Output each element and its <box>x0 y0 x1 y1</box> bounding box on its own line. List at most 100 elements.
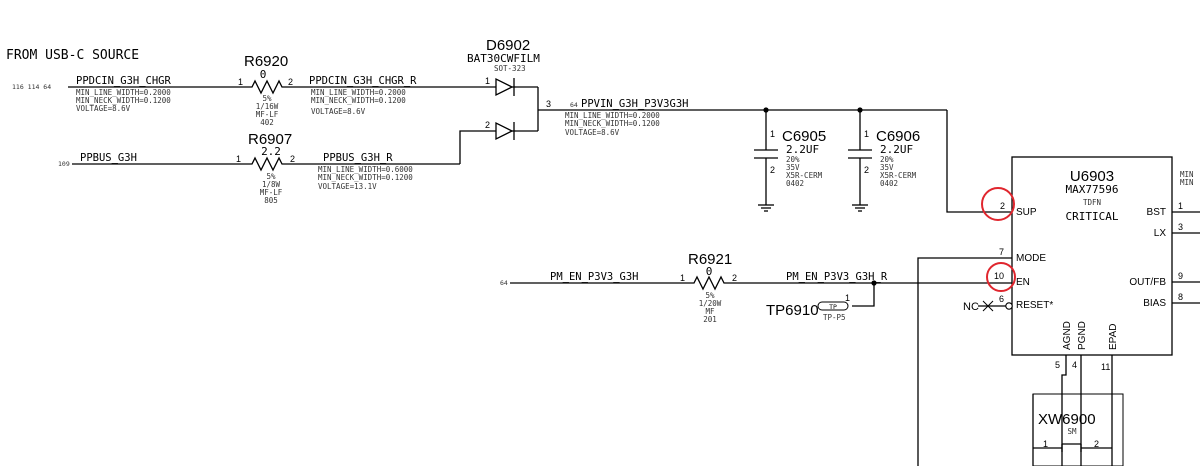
ic-u6903[interactable]: U6903 MAX77596 TDFN CRITICAL SUP 2 MODE … <box>994 156 1183 372</box>
svg-text:MIN_NECK_WIDTH=0.1200: MIN_NECK_WIDTH=0.1200 <box>76 96 171 105</box>
svg-text:109: 109 <box>58 160 70 168</box>
source-heading: FROM USB-C SOURCE <box>6 48 139 63</box>
wires <box>68 86 1200 466</box>
svg-text:C6906: C6906 <box>876 128 920 145</box>
inversion-bubble <box>1005 302 1013 310</box>
svg-text:2.2: 2.2 <box>261 145 281 158</box>
svg-text:2.2UF: 2.2UF <box>786 143 819 156</box>
svg-text:5%: 5% <box>266 172 276 181</box>
svg-text:TP6910: TP6910 <box>766 302 819 319</box>
svg-text:PPDCIN_G3H_CHGR: PPDCIN_G3H_CHGR <box>76 75 172 87</box>
svg-text:AGND: AGND <box>1062 321 1073 350</box>
svg-text:1: 1 <box>680 273 685 283</box>
svg-text:MIN_LINE_WIDTH=0.2000: MIN_LINE_WIDTH=0.2000 <box>76 88 171 97</box>
svg-text:116 114 64: 116 114 64 <box>12 83 51 91</box>
svg-text:OUT/FB: OUT/FB <box>1129 277 1166 288</box>
net-ppbus: 109 PPBUS_G3H <box>58 152 137 168</box>
capacitor-c6905[interactable]: C6905 2.2UF 1 2 20% 35V X5R-CERM 0402 <box>754 128 826 212</box>
svg-text:PM_EN_P3V3_G3H: PM_EN_P3V3_G3H <box>550 271 639 283</box>
svg-text:TP: TP <box>829 303 837 311</box>
svg-text:MODE: MODE <box>1016 253 1046 264</box>
svg-text:BIAS: BIAS <box>1143 298 1166 309</box>
net-pm-en-r: PM_EN_P3V3_G3H_R <box>786 271 888 283</box>
svg-text:10: 10 <box>994 271 1004 281</box>
svg-text:64: 64 <box>500 279 508 287</box>
net-pm-en: 64 PM_EN_P3V3_G3H <box>500 271 639 287</box>
svg-text:R6920: R6920 <box>244 53 288 70</box>
svg-text:VOLTAGE=8.6V: VOLTAGE=8.6V <box>311 107 366 116</box>
svg-text:MIN: MIN <box>1180 178 1194 187</box>
junction-dot <box>857 107 863 113</box>
svg-text:MF: MF <box>705 307 715 316</box>
resistor-r6921[interactable]: R6921 0 1 2 5% 1/20W MF 201 <box>680 251 737 324</box>
netshort-xw6900[interactable]: XW6900 SM 1 2 <box>1032 393 1124 466</box>
svg-text:BAT30CWFILM: BAT30CWFILM <box>467 52 540 65</box>
svg-text:VOLTAGE=8.6V: VOLTAGE=8.6V <box>76 104 131 113</box>
resistor-r6907[interactable]: R6907 2.2 1 2 5% 1/8W MF-LF 805 <box>236 131 295 205</box>
svg-text:2: 2 <box>485 120 490 130</box>
junction-dot <box>871 280 877 286</box>
svg-text:MIN_LINE_WIDTH=0.2000: MIN_LINE_WIDTH=0.2000 <box>565 111 660 120</box>
svg-text:402: 402 <box>260 118 274 127</box>
svg-text:3: 3 <box>1178 222 1183 232</box>
testpoint-tp6910[interactable]: TP TP6910 TP-P5 1 <box>766 293 850 322</box>
svg-text:MIN_NECK_WIDTH=0.1200: MIN_NECK_WIDTH=0.1200 <box>311 96 406 105</box>
net-ppdcin-r: PPDCIN_G3H_CHGR_R MIN_LINE_WIDTH=0.2000 … <box>309 75 417 116</box>
svg-text:1: 1 <box>770 129 775 139</box>
svg-text:MIN_NECK_WIDTH=0.1200: MIN_NECK_WIDTH=0.1200 <box>318 173 413 182</box>
svg-text:NC: NC <box>963 301 979 313</box>
svg-text:7: 7 <box>999 247 1004 257</box>
svg-text:2: 2 <box>290 154 295 164</box>
svg-text:MIN_LINE_WIDTH=0.2000: MIN_LINE_WIDTH=0.2000 <box>311 88 406 97</box>
svg-text:6: 6 <box>999 294 1004 304</box>
junction-dot <box>763 107 769 113</box>
svg-text:1: 1 <box>485 76 490 86</box>
diode-d6902[interactable]: D6902 BAT30CWFILM SOT-323 1 2 3 <box>467 37 551 141</box>
svg-text:TDFN: TDFN <box>1083 198 1101 207</box>
capacitor-c6906[interactable]: C6906 2.2UF 1 2 20% 35V X5R-CERM 0402 <box>848 128 920 212</box>
svg-text:MF-LF: MF-LF <box>256 110 279 119</box>
svg-text:EN: EN <box>1016 277 1030 288</box>
svg-text:5%: 5% <box>705 291 715 300</box>
net-ppbus-r: PPBUS_G3H_R MIN_LINE_WIDTH=0.6000 MIN_NE… <box>318 152 413 191</box>
svg-text:11: 11 <box>1101 362 1110 372</box>
svg-text:EPAD: EPAD <box>1108 324 1119 351</box>
svg-text:8: 8 <box>1178 292 1183 302</box>
highlight-circle-en <box>986 262 1016 292</box>
svg-text:XW6900: XW6900 <box>1038 411 1096 428</box>
svg-text:R6921: R6921 <box>688 251 732 268</box>
svg-text:2: 2 <box>732 273 737 283</box>
svg-text:SOT-323: SOT-323 <box>494 64 526 73</box>
svg-text:U6903: U6903 <box>1070 168 1114 185</box>
svg-text:SUP: SUP <box>1016 207 1037 218</box>
svg-text:5%: 5% <box>262 94 272 103</box>
svg-text:805: 805 <box>264 196 278 205</box>
svg-text:C6905: C6905 <box>782 128 826 145</box>
svg-text:9: 9 <box>1178 271 1183 281</box>
svg-text:2: 2 <box>1000 201 1005 211</box>
highlight-circle-sup <box>981 187 1015 221</box>
svg-text:1: 1 <box>845 293 850 303</box>
resistor-r6920[interactable]: R6920 0 1 2 5% 1/16W MF-LF 402 <box>238 53 293 127</box>
svg-text:CRITICAL: CRITICAL <box>1066 210 1119 223</box>
net-ppdcin: 116 114 64 PPDCIN_G3H_CHGR MIN_LINE_WIDT… <box>12 75 172 113</box>
svg-text:BST: BST <box>1147 207 1166 218</box>
svg-text:1: 1 <box>1043 439 1048 449</box>
svg-text:PPBUS_G3H_R: PPBUS_G3H_R <box>323 152 393 164</box>
svg-text:R6907: R6907 <box>248 131 292 148</box>
svg-text:2.2UF: 2.2UF <box>880 143 913 156</box>
svg-text:LX: LX <box>1154 228 1167 239</box>
svg-text:MIN_LINE_WIDTH=0.6000: MIN_LINE_WIDTH=0.6000 <box>318 165 413 174</box>
svg-text:D6902: D6902 <box>486 37 530 54</box>
svg-text:MIN: MIN <box>1180 170 1194 179</box>
svg-text:35V: 35V <box>880 163 894 172</box>
svg-text:PPDCIN_G3H_CHGR_R: PPDCIN_G3H_CHGR_R <box>309 75 417 87</box>
svg-text:1: 1 <box>238 77 243 87</box>
svg-text:4: 4 <box>1072 360 1077 370</box>
svg-text:TP-P5: TP-P5 <box>823 313 846 322</box>
svg-text:0: 0 <box>706 265 713 278</box>
svg-text:1: 1 <box>236 154 241 164</box>
svg-text:1: 1 <box>1178 201 1183 211</box>
svg-text:64: 64 <box>570 101 578 109</box>
svg-text:MIN_NECK_WIDTH=0.1200: MIN_NECK_WIDTH=0.1200 <box>565 119 660 128</box>
